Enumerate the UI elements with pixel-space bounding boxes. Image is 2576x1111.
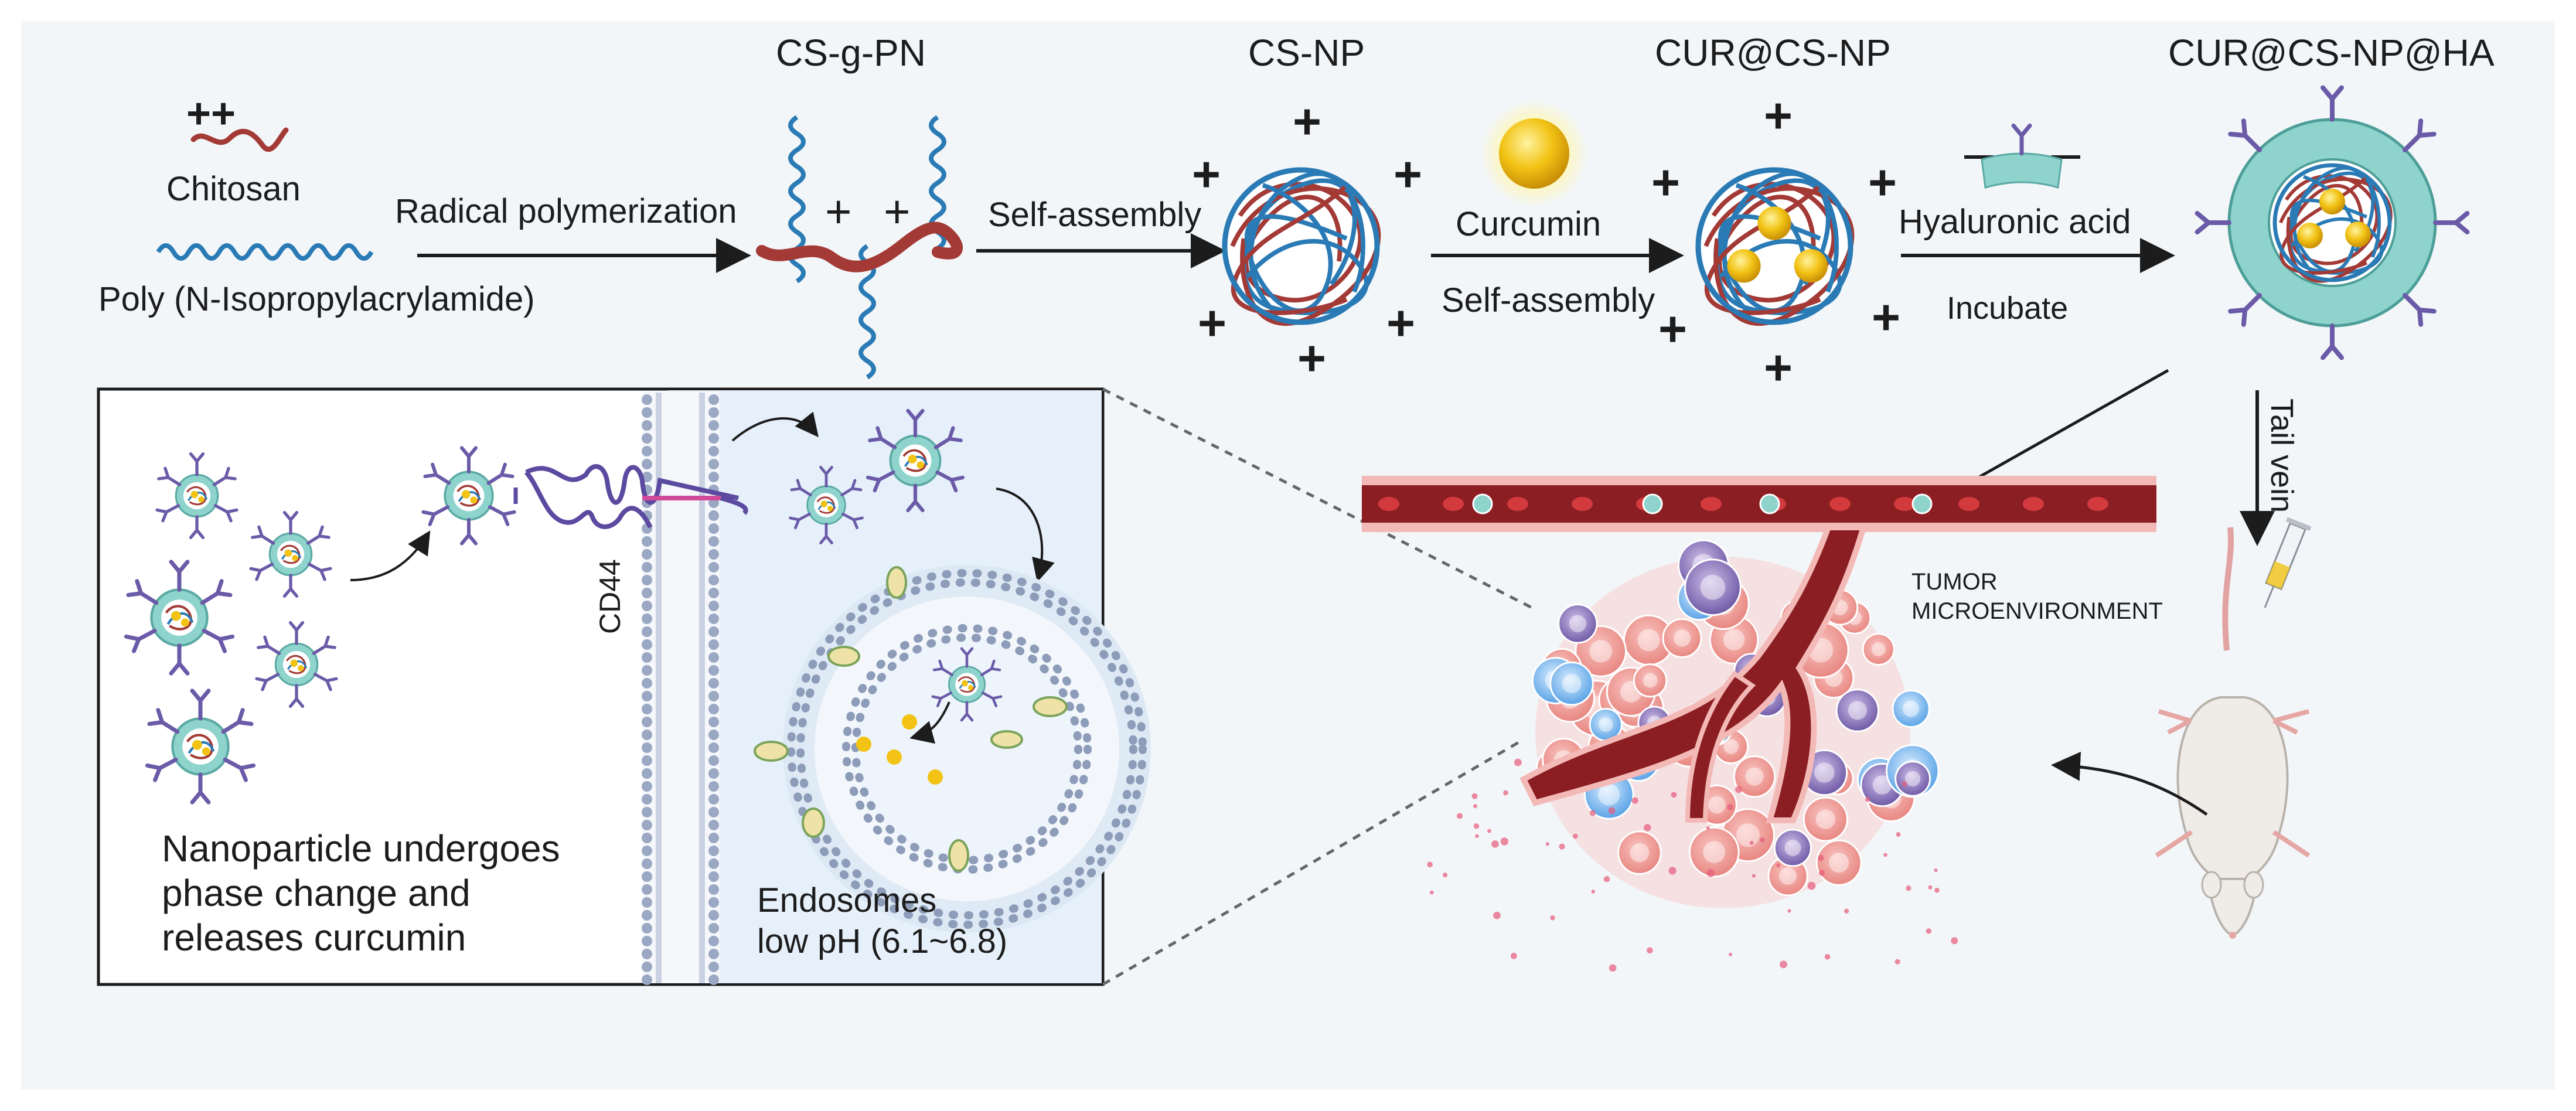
cs-np-particle — [1225, 170, 1378, 323]
cur-cs-np-charge-bottom: + — [1764, 340, 1793, 395]
cs-np-charge-left: + — [1192, 146, 1221, 202]
hyaluronic-acid-icon — [1964, 125, 2080, 189]
cs-np-charge-bottom: + — [1297, 330, 1326, 386]
cur-cs-np-particle — [1698, 170, 1852, 323]
cur-cs-np-ha-title: CUR@CS-NP@HA — [2168, 32, 2495, 74]
binding-arrow — [350, 530, 431, 581]
tumor-label-line-1: TUMOR — [1911, 569, 1998, 595]
self-assembly-label: Self-assembly — [988, 196, 1201, 234]
curcumin-label: Curcumin — [1456, 205, 1601, 243]
cs-np-charge-top: + — [1293, 94, 1321, 149]
endosome-ph-label: low pH (6.1~6.8) — [757, 922, 1007, 960]
cur-cs-np-charge-br: + — [1872, 289, 1900, 345]
cd44-receptor-icon — [513, 464, 748, 529]
cs-g-pn-charge-2: + — [884, 186, 911, 237]
chitosan-charge-label: ++ — [186, 90, 236, 137]
hyaluronic-acid-label: Hyaluronic acid — [1899, 203, 2131, 241]
cs-np-charge-bl: + — [1198, 295, 1226, 350]
cur-cs-np-title: CUR@CS-NP — [1655, 32, 1891, 74]
syringe-icon — [2264, 517, 2312, 608]
inset-caption-line-1: Nanoparticle undergoes — [162, 827, 560, 870]
cur-cs-np-charge-bl: + — [1658, 301, 1687, 356]
inset-caption-line-3: releases curcumin — [162, 916, 466, 959]
pnipam-strand-icon — [156, 243, 374, 261]
zoom-line-bottom — [1102, 738, 1525, 986]
cs-g-pn-charge-1: + — [825, 186, 852, 237]
cs-np-charge-br: + — [1386, 295, 1415, 350]
cur-cs-np-charge-top: + — [1764, 88, 1793, 143]
cs-np-title: CS-NP — [1248, 32, 1365, 74]
endosome-label: Endosomes — [757, 881, 936, 919]
blood-vessel — [1362, 476, 2156, 823]
internalization-arrow — [731, 411, 819, 442]
chitosan-label: Chitosan — [166, 170, 301, 208]
cs-g-pn-structure — [756, 115, 963, 380]
incubate-label: Incubate — [1947, 291, 2068, 326]
tumor-label-line-2: MICROENVIRONMENT — [1911, 598, 2163, 624]
cell-membrane — [642, 391, 720, 985]
cur-cs-np-charge-right: + — [1868, 155, 1897, 210]
inset-caption-line-2: phase change and — [162, 872, 471, 914]
cs-g-pn-title: CS-g-PN — [776, 32, 926, 74]
treatment-arrow — [2051, 751, 2208, 816]
chitosan-strand-icon — [190, 127, 289, 152]
mouse-illustration — [2155, 517, 2312, 939]
cur-cs-np-ha-particle — [2197, 88, 2468, 358]
curcumin-icon — [1480, 100, 1588, 207]
endosome-vesicle — [754, 565, 1151, 933]
self-assembly-2-label: Self-assembly — [1442, 281, 1655, 319]
endocytosis-arrow — [996, 488, 1055, 582]
cur-cs-np-charge-left: + — [1651, 155, 1680, 210]
tail-vein-label: Tail vein — [2264, 398, 2299, 513]
cs-np-charge-right: + — [1393, 146, 1422, 202]
radical-polymerization-label: Radical polymerization — [395, 192, 737, 230]
tumor-tissue — [1427, 539, 1958, 972]
pnipam-label: Poly (N-Isopropylacrylamide) — [98, 280, 535, 318]
zoom-line-top — [1102, 387, 1536, 611]
cd44-label: CD44 — [594, 559, 626, 634]
